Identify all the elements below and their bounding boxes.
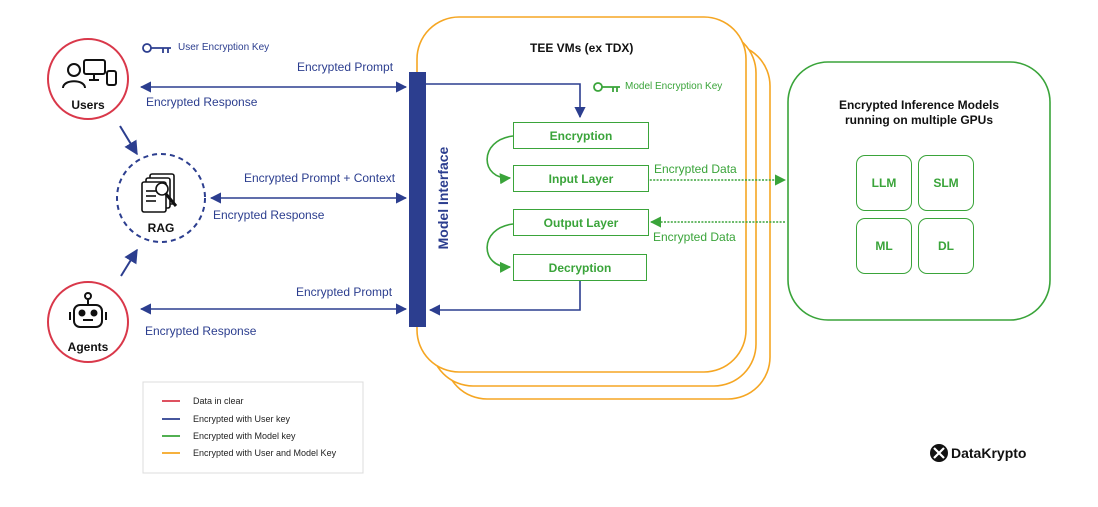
- model-tile-slm: SLM: [918, 155, 974, 211]
- output-to-decryption-arrow: [486, 223, 514, 273]
- model-tile-ml: ML: [856, 218, 912, 274]
- user-key-label: User Encryption Key: [178, 42, 270, 53]
- agents-prompt-label: Encrypted Prompt: [296, 285, 393, 299]
- users-prompt-label: Encrypted Prompt: [297, 60, 394, 74]
- model-tile-llm: LLM: [856, 155, 912, 211]
- model-interface-bar: [409, 72, 426, 327]
- robot-icon: [69, 292, 107, 328]
- model-key-label: Model Encryption Key: [625, 81, 723, 92]
- users-label: Users: [71, 98, 105, 112]
- decryption-box: Decryption: [513, 254, 647, 281]
- users-icon: [62, 59, 117, 89]
- rag-prompt-label: Encrypted Prompt + Context: [244, 171, 396, 185]
- datakrypto-logo-icon: [930, 444, 948, 462]
- inference-title-line1: Encrypted Inference Models: [838, 98, 1000, 112]
- rag-response-label: Encrypted Response: [213, 208, 325, 222]
- legend-both-label: Encrypted with User and Model Key: [193, 448, 337, 458]
- users-circle: [47, 38, 129, 120]
- output-layer-box: Output Layer: [513, 209, 649, 236]
- legend-clear-label: Data in clear: [193, 396, 244, 406]
- model-key-icon: [593, 82, 620, 92]
- interface-to-encryption-arrow: [426, 83, 586, 119]
- legend-model-label: Encrypted with Model key: [193, 431, 296, 441]
- decryption-to-interface-arrow: [428, 280, 581, 316]
- inference-title: Encrypted Inference Models running on mu…: [788, 98, 1050, 128]
- users-response-label: Encrypted Response: [146, 95, 258, 109]
- agents-circle: [47, 281, 129, 363]
- user-key-icon: [142, 43, 171, 53]
- encryption-to-input-arrow: [486, 135, 514, 185]
- brand-name: DataKrypto: [951, 445, 1027, 461]
- document-search-icon: [141, 173, 178, 213]
- rag-label: RAG: [147, 221, 175, 235]
- encryption-box: Encryption: [513, 122, 649, 149]
- tee-vm-front: [416, 16, 747, 373]
- legend-user-label: Encrypted with User key: [193, 414, 291, 424]
- inference-title-line2: running on multiple GPUs: [845, 113, 993, 127]
- agents-to-rag-arrow: [120, 248, 138, 277]
- data-in-label: Encrypted Data: [653, 230, 736, 244]
- agents-label: Agents: [67, 340, 109, 354]
- data-out-label: Encrypted Data: [654, 162, 737, 176]
- model-interface-label: Model Interface: [435, 146, 451, 250]
- legend-box: [142, 381, 364, 474]
- tee-title: TEE VMs (ex TDX): [530, 41, 634, 55]
- agents-response-label: Encrypted Response: [145, 324, 257, 338]
- model-tile-dl: DL: [918, 218, 974, 274]
- input-layer-box: Input Layer: [513, 165, 649, 192]
- users-to-rag-arrow: [119, 125, 138, 156]
